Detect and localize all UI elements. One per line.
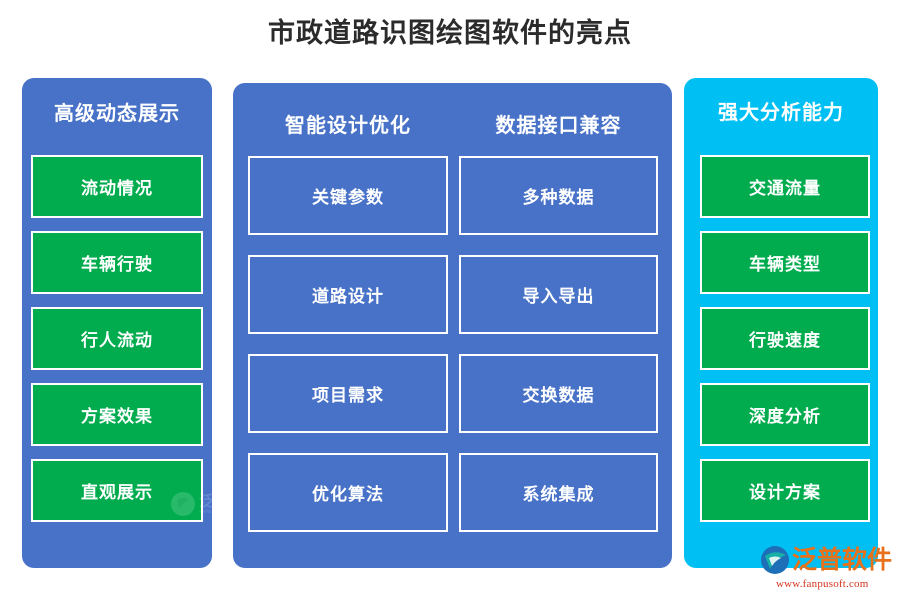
- card-middle-design-2[interactable]: 项目需求: [248, 354, 448, 433]
- card-left-2[interactable]: 行人流动: [31, 307, 203, 370]
- panel-middle-group: 智能设计优化 数据接口兼容 关键参数 道路设计 项目需求 优化算法 多种数据 导…: [233, 83, 672, 568]
- brand-url: www.fanpusoft.com: [776, 578, 869, 590]
- panel-header-middle-data: 数据接口兼容: [495, 115, 622, 137]
- card-right-1[interactable]: 车辆类型: [700, 231, 870, 294]
- card-right-2[interactable]: 行驶速度: [700, 307, 870, 370]
- card-middle-data-0[interactable]: 多种数据: [459, 156, 658, 235]
- panel-analysis-capability: 强大分析能力 交通流量 车辆类型 行驶速度 深度分析 设计方案: [684, 78, 878, 568]
- panel-header-left: 高级动态展示: [54, 103, 180, 125]
- panel-header-right: 强大分析能力: [718, 102, 844, 124]
- card-right-3[interactable]: 深度分析: [700, 383, 870, 446]
- card-middle-design-1[interactable]: 道路设计: [248, 255, 448, 334]
- card-left-3[interactable]: 方案效果: [31, 383, 203, 446]
- card-middle-design-0[interactable]: 关键参数: [248, 156, 448, 235]
- card-middle-data-1[interactable]: 导入导出: [459, 255, 658, 334]
- panel-header-middle-design: 智能设计优化: [285, 115, 411, 137]
- card-middle-data-3[interactable]: 系统集成: [459, 453, 658, 532]
- card-middle-design-3[interactable]: 优化算法: [248, 453, 448, 532]
- page-title: 市政道路识图绘图软件的亮点: [268, 18, 632, 48]
- card-right-0[interactable]: 交通流量: [700, 155, 870, 218]
- card-left-1[interactable]: 车辆行驶: [31, 231, 203, 294]
- card-left-4[interactable]: 直观展示: [31, 459, 203, 522]
- card-right-4[interactable]: 设计方案: [700, 459, 870, 522]
- card-middle-data-2[interactable]: 交换数据: [459, 354, 658, 433]
- panel-advanced-dynamic-display: 高级动态展示 流动情况 车辆行驶 行人流动 方案效果 直观展示 泛普软件 www…: [22, 78, 259, 568]
- card-left-0[interactable]: 流动情况: [31, 155, 203, 218]
